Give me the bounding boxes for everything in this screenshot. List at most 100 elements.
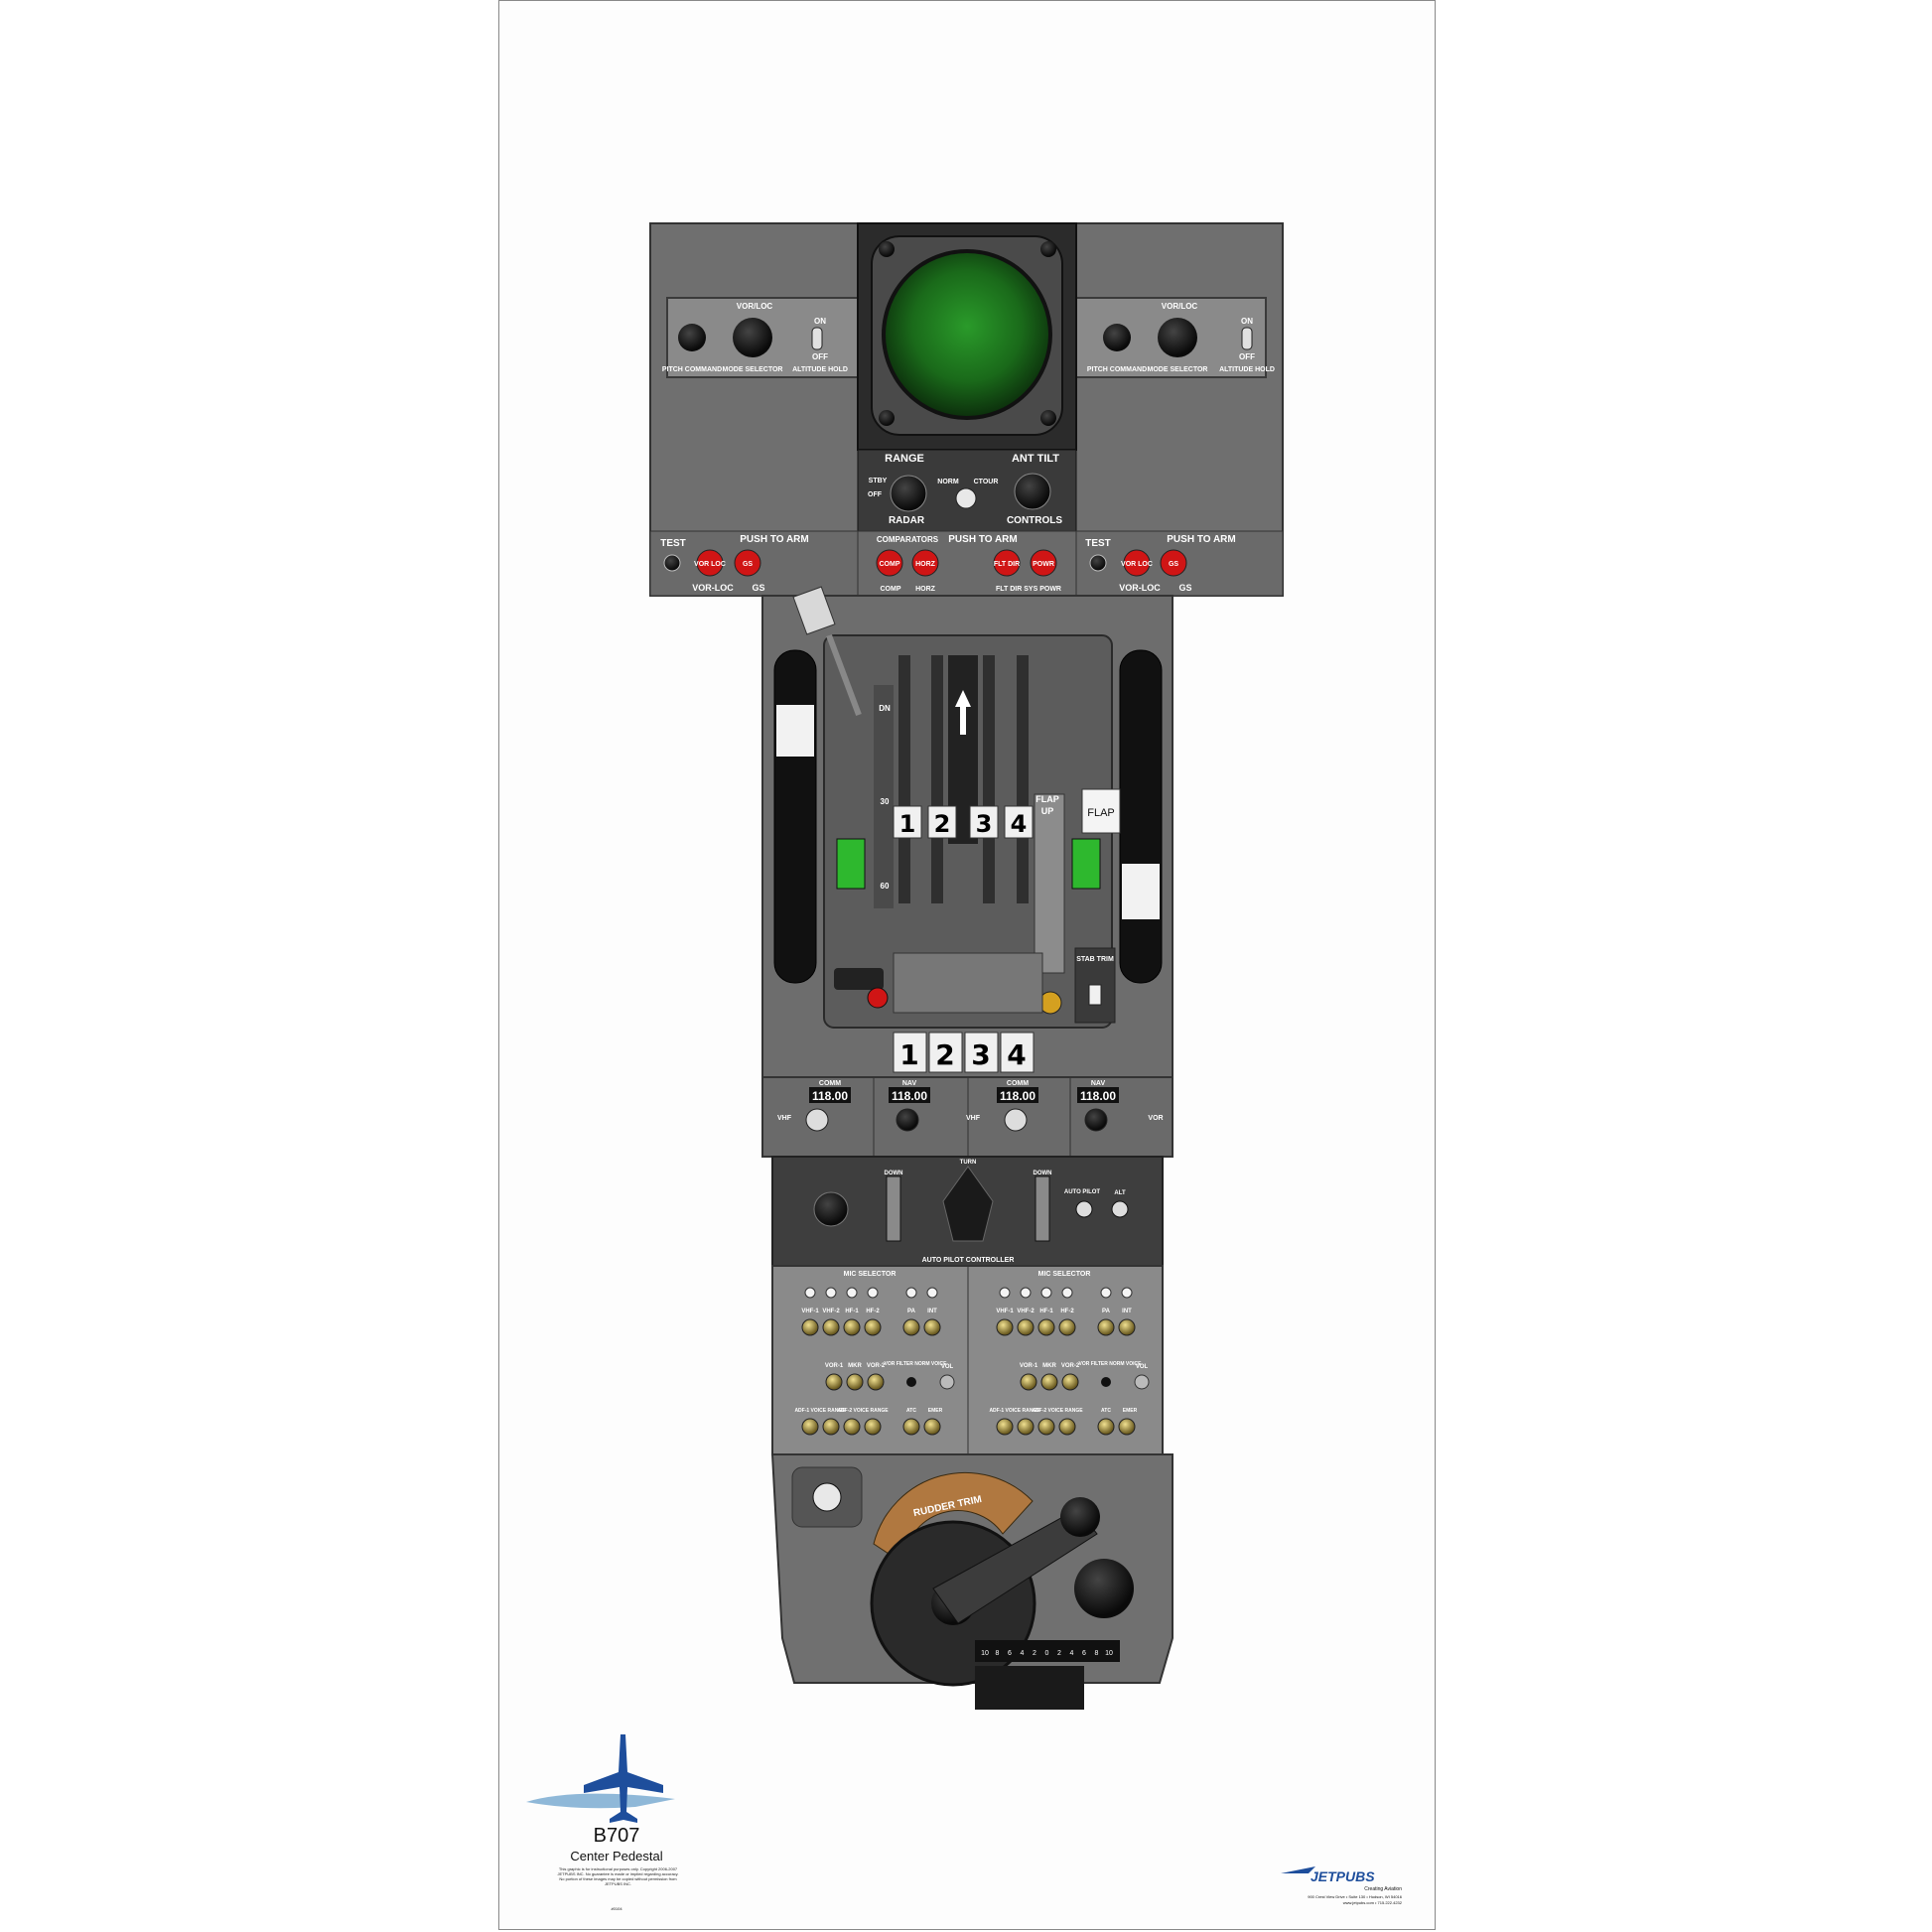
left-vor-loc-button[interactable] bbox=[696, 549, 724, 577]
left-stab-trim-wheel[interactable] bbox=[773, 649, 817, 984]
audio-jack-row1[interactable] bbox=[801, 1318, 819, 1336]
mic-select-light[interactable] bbox=[1100, 1287, 1112, 1299]
nav2-tuning-knob[interactable] bbox=[1084, 1108, 1108, 1132]
audio-jack-row1[interactable] bbox=[1017, 1318, 1035, 1336]
audio-jack-row2-label: MKR bbox=[848, 1363, 862, 1369]
left-mode-selector-knob[interactable] bbox=[733, 318, 772, 357]
radar-knob-tr[interactable] bbox=[1040, 241, 1056, 257]
audio-jack-row3[interactable] bbox=[801, 1418, 819, 1436]
rudder-trim-crank[interactable] bbox=[932, 1508, 1098, 1624]
comm2-title: COMM bbox=[1007, 1080, 1029, 1087]
audio-jack-row2[interactable] bbox=[867, 1373, 885, 1391]
audio-jack-row1[interactable] bbox=[1037, 1318, 1055, 1336]
autopilot-engage-switch[interactable] bbox=[1075, 1200, 1093, 1218]
mic-select-light[interactable] bbox=[999, 1287, 1011, 1299]
mic-select-light[interactable] bbox=[1121, 1287, 1133, 1299]
flap-handle[interactable] bbox=[1081, 788, 1121, 834]
nav1-tuning-knob[interactable] bbox=[896, 1108, 919, 1132]
audio-jack-row1[interactable] bbox=[902, 1318, 920, 1336]
audio-jack-row3[interactable] bbox=[864, 1418, 882, 1436]
mic-select-light[interactable] bbox=[926, 1287, 938, 1299]
left-altitude-hold-switch[interactable] bbox=[811, 327, 823, 350]
right-pitch-command-knob[interactable] bbox=[1103, 324, 1131, 351]
audio-jack-row3[interactable] bbox=[1037, 1418, 1055, 1436]
right-stab-trim-wheel[interactable] bbox=[1119, 649, 1163, 984]
stab-trim-brake-knob[interactable] bbox=[812, 1482, 842, 1512]
thrust-lever-4[interactable]: 4 bbox=[1004, 805, 1034, 839]
audio-jack-row1[interactable] bbox=[1097, 1318, 1115, 1336]
audio-jack-row2[interactable] bbox=[825, 1373, 843, 1391]
left-test-jack[interactable] bbox=[663, 554, 681, 572]
volume-knob[interactable] bbox=[939, 1374, 955, 1390]
audio-jack-row3[interactable] bbox=[1058, 1418, 1076, 1436]
volume-knob[interactable] bbox=[1134, 1374, 1150, 1390]
right-test-jack[interactable] bbox=[1089, 554, 1107, 572]
mic-select-light[interactable] bbox=[825, 1287, 837, 1299]
rudder-trim-crank-handle[interactable] bbox=[1060, 1497, 1100, 1537]
audio-jack-row1[interactable] bbox=[864, 1318, 882, 1336]
right-altitude-hold-switch[interactable] bbox=[1241, 327, 1253, 350]
radar-knob-tl[interactable] bbox=[879, 241, 895, 257]
audio-jack-row1[interactable] bbox=[1058, 1318, 1076, 1336]
thrust-lever-2[interactable]: 2 bbox=[927, 805, 957, 839]
radar-tilt-knob[interactable] bbox=[1014, 473, 1051, 510]
start-lever-3[interactable]: 3 bbox=[964, 1032, 999, 1073]
autopilot-mode-knob[interactable] bbox=[813, 1191, 849, 1227]
audio-jack-row3[interactable] bbox=[843, 1418, 861, 1436]
audio-jack-row3[interactable] bbox=[996, 1418, 1014, 1436]
audio-jack-row3[interactable] bbox=[1097, 1418, 1115, 1436]
audio-jack-row1[interactable] bbox=[996, 1318, 1014, 1336]
autopilot-turn-knob[interactable] bbox=[942, 1166, 994, 1242]
right-vor-loc-button[interactable] bbox=[1123, 549, 1151, 577]
audio-jack-row1[interactable] bbox=[1118, 1318, 1136, 1336]
audio-jack-row2[interactable] bbox=[846, 1373, 864, 1391]
autopilot-right-pitch-wheel[interactable] bbox=[1035, 1175, 1050, 1242]
radar-range-knob[interactable] bbox=[890, 475, 927, 512]
mic-select-light[interactable] bbox=[905, 1287, 917, 1299]
mic-select-light[interactable] bbox=[846, 1287, 858, 1299]
start-lever-2[interactable]: 2 bbox=[928, 1032, 963, 1073]
radar-knob-bl[interactable] bbox=[879, 410, 895, 426]
altitude-hold-switch[interactable] bbox=[1111, 1200, 1129, 1218]
start-lever-1[interactable]: 1 bbox=[893, 1032, 927, 1073]
audio-jack-row2[interactable] bbox=[1020, 1373, 1037, 1391]
vor-filter-switch[interactable] bbox=[1101, 1377, 1111, 1387]
left-pitch-command-knob[interactable] bbox=[678, 324, 706, 351]
autopilot-left-pitch-wheel[interactable] bbox=[886, 1175, 901, 1242]
thrust-lever-3[interactable]: 3 bbox=[969, 805, 999, 839]
audio-jack-row3[interactable] bbox=[1017, 1418, 1035, 1436]
comp-button[interactable] bbox=[876, 549, 903, 577]
stab-trim-cutout-switch[interactable] bbox=[1088, 984, 1102, 1006]
mic-select-light[interactable] bbox=[804, 1287, 816, 1299]
audio-jack-row3[interactable] bbox=[822, 1418, 840, 1436]
mic-select-light[interactable] bbox=[867, 1287, 879, 1299]
mic-select-light[interactable] bbox=[1061, 1287, 1073, 1299]
audio-jack-row2[interactable] bbox=[1061, 1373, 1079, 1391]
powr-button[interactable] bbox=[1030, 549, 1057, 577]
audio-jack-row1[interactable] bbox=[843, 1318, 861, 1336]
mic-select-light[interactable] bbox=[1040, 1287, 1052, 1299]
rudder-trim-aux-knob[interactable] bbox=[1074, 1559, 1134, 1618]
comm1-tuning-knob[interactable] bbox=[805, 1108, 829, 1132]
right-mode-selector-knob[interactable] bbox=[1158, 318, 1197, 357]
start-lever-4[interactable]: 4 bbox=[1000, 1032, 1035, 1073]
vor-filter-switch[interactable] bbox=[906, 1377, 916, 1387]
mic-select-light[interactable] bbox=[1020, 1287, 1032, 1299]
audio-jack-row3[interactable] bbox=[1118, 1418, 1136, 1436]
flt-dir-button[interactable] bbox=[993, 549, 1021, 577]
audio-jack-row3[interactable] bbox=[902, 1418, 920, 1436]
horz-button[interactable] bbox=[911, 549, 939, 577]
thrust-lever-1[interactable]: 1 bbox=[893, 805, 922, 839]
right-gs-button[interactable] bbox=[1160, 549, 1187, 577]
parking-brake-handle[interactable] bbox=[834, 968, 884, 990]
rudder-trim-base-wheel[interactable] bbox=[975, 1666, 1084, 1710]
radar-mode-knob[interactable] bbox=[955, 487, 977, 509]
audio-jack-row3[interactable] bbox=[923, 1418, 941, 1436]
comm2-tuning-knob[interactable] bbox=[1004, 1108, 1028, 1132]
audio-jack-row1[interactable] bbox=[923, 1318, 941, 1336]
left-gs-button[interactable] bbox=[734, 549, 761, 577]
audio-jack-row2[interactable] bbox=[1040, 1373, 1058, 1391]
speed-brake-handle[interactable] bbox=[792, 586, 836, 635]
audio-jack-row1[interactable] bbox=[822, 1318, 840, 1336]
radar-knob-br[interactable] bbox=[1040, 410, 1056, 426]
